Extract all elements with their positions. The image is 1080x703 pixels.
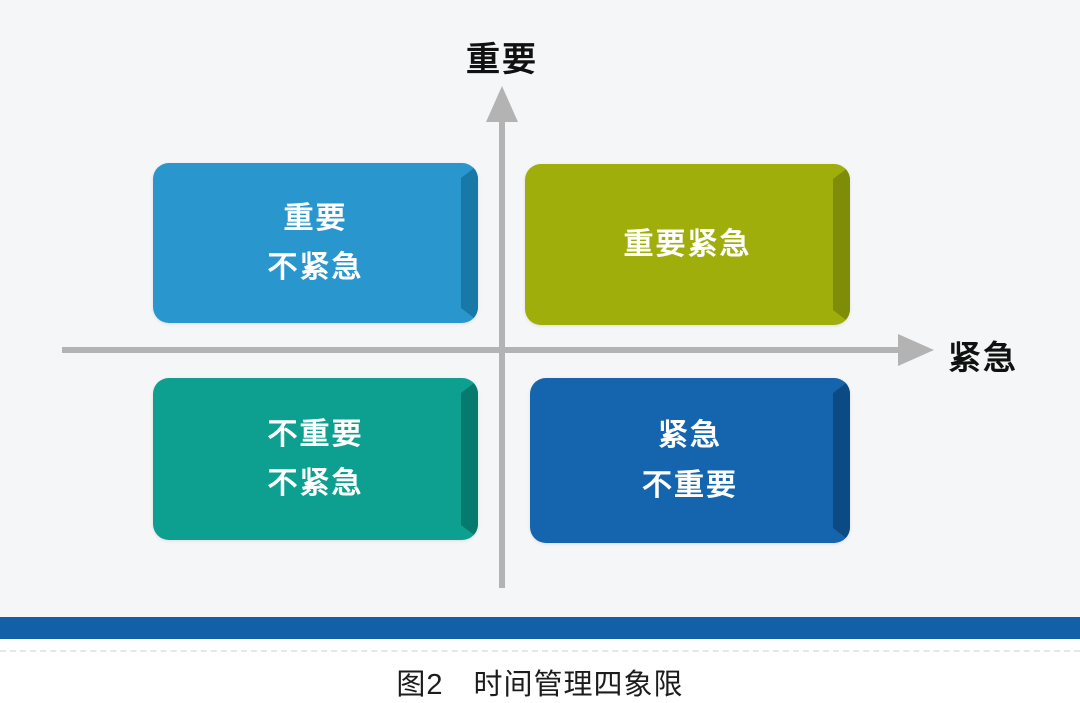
x-axis-line [62,347,902,353]
caption-divider [0,650,1080,652]
y-axis-label: 重要 [466,41,538,79]
quadrant-urgent-not-important: 紧急 不重要 [530,378,850,543]
quadrant-label-line: 不紧急 [267,251,364,284]
bottom-accent-bar [0,617,1080,639]
quadrant-label-line: 重要 [283,201,348,235]
quadrant-label-line: 不重要 [642,468,738,502]
right-arrow-icon [898,334,934,366]
quadrant-important-not-urgent: 重要 不紧急 [153,163,478,323]
quadrant-important-urgent: 重要紧急 [525,164,850,325]
quadrant-label-line: 紧急 [658,419,722,452]
up-arrow-icon [486,86,518,122]
quadrant-not-important-not-urgent: 不重要 不紧急 [153,378,478,540]
quadrant-label-line: 不紧急 [267,467,364,500]
quadrant-label-line: 不重要 [267,417,364,451]
figure-caption: 图2 时间管理四象限 [396,669,684,701]
y-axis-line [499,118,505,588]
caption-area: 图2 时间管理四象限 [0,639,1080,701]
quadrant-label-line: 重要紧急 [623,227,752,261]
x-axis-label: 紧急 [948,339,1018,376]
quadrant-diagram: 重要 紧急 重要 不紧急 重要紧急 不重要 不紧急 紧急 不重要 [0,0,1080,617]
